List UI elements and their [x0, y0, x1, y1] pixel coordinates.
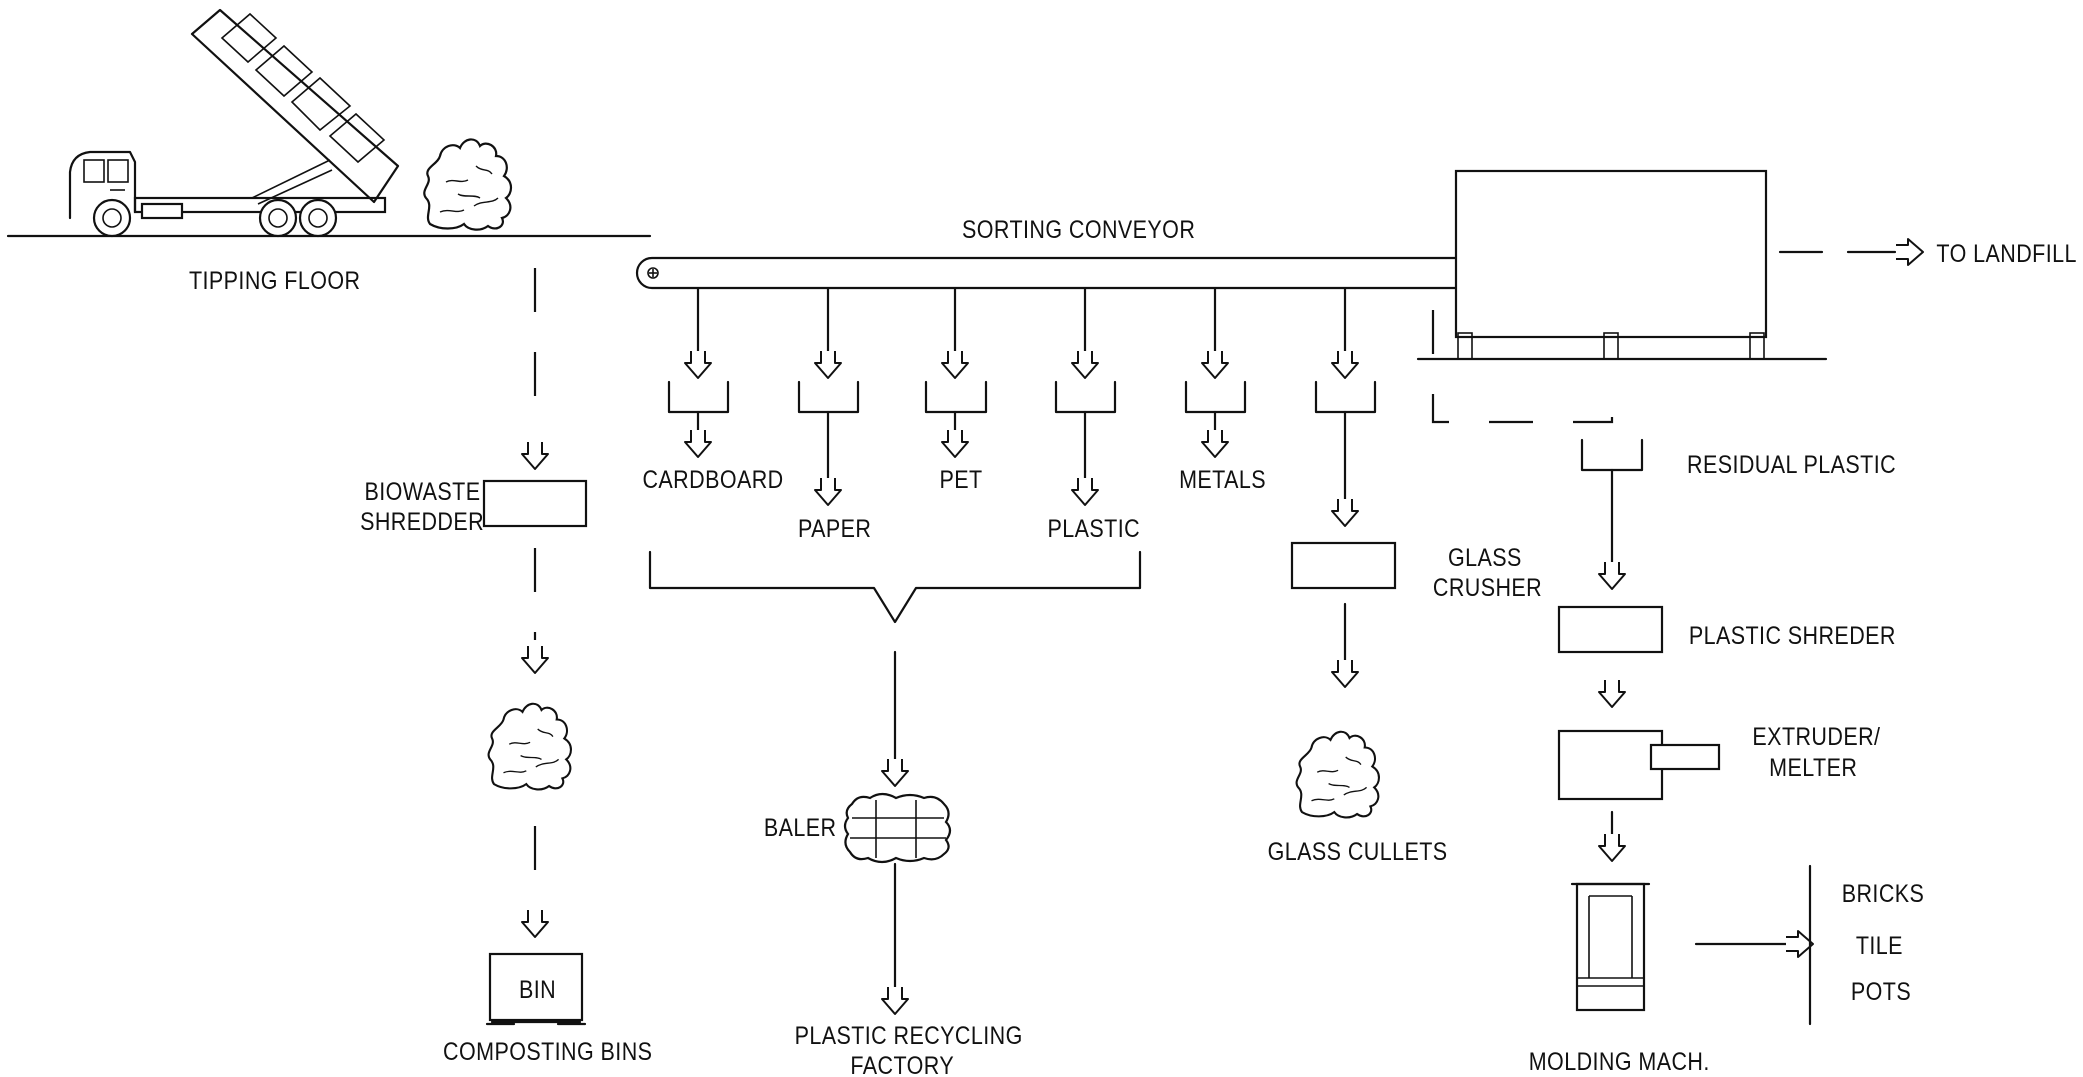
compost-pile-icon: [487, 702, 572, 791]
down-arrow-icon: [1201, 429, 1229, 458]
down-arrow-icon: [1071, 350, 1099, 379]
down-arrow-icon: [1598, 679, 1626, 708]
tile-label: TILE: [1856, 931, 1903, 959]
sorting-hopper: [924, 380, 988, 414]
plastic-label: PLASTIC: [1048, 514, 1141, 542]
glass-crusher-label-2: CRUSHER: [1433, 573, 1542, 601]
down-arrow-icon: [814, 477, 842, 506]
plastic-shreder-label: PLASTIC SHREDER: [1689, 621, 1896, 649]
down-arrow-icon: [1201, 350, 1229, 379]
biowaste-shredder-box: [482, 479, 588, 528]
cardboard-label: CARDBOARD: [642, 465, 783, 493]
glass-line: GLASS CRUSHER GLASS CULLETS: [1268, 541, 1542, 865]
down-arrow-icon: [1598, 833, 1626, 862]
paper-label: PAPER: [798, 514, 871, 542]
down-arrow-icon: [941, 429, 969, 458]
molding-mach-label: MOLDING MACH.: [1529, 1047, 1710, 1075]
molding-machine-icon: [1570, 882, 1651, 1012]
down-arrow-icon: [814, 350, 842, 379]
dump-truck-icon: [68, 8, 400, 238]
pots-label: POTS: [1851, 977, 1911, 1005]
recyclables-collector: BALER PLASTIC RECYCLING FACTORY: [648, 550, 1142, 1077]
sorting-conveyor: SORTING CONVEYOR: [635, 215, 1499, 290]
sorting-hopper: [1184, 380, 1247, 414]
biowaste-shredder-label-1: BIOWASTE: [364, 477, 480, 505]
baler-bale-icon: [843, 792, 952, 864]
down-arrow-icon: [1331, 350, 1359, 379]
down-arrow-icon: [521, 909, 549, 938]
plastic-shreder-box: [1557, 605, 1664, 654]
down-arrow-icon: [881, 758, 909, 787]
extruder-label-1: EXTRUDER/: [1752, 722, 1880, 750]
residual-container: [1454, 169, 1768, 339]
sorting-hopper: [797, 380, 860, 414]
sorting-conveyor-label: SORTING CONVEYOR: [962, 215, 1195, 243]
tipping-floor-label: TIPPING FLOOR: [189, 266, 361, 294]
sorting-drops: CARDBOARD PAPER PET PLASTIC METALS: [642, 287, 1377, 542]
baler-label: BALER: [764, 813, 837, 841]
extruder-label-2: MELTER: [1769, 753, 1857, 781]
residual-station: TO LANDFILL RESIDUAL PLASTIC PLASTIC SHR…: [1416, 169, 2076, 1075]
down-arrow-icon: [521, 645, 549, 674]
down-arrow-icon: [1598, 561, 1626, 590]
biowaste-pile-icon: [423, 138, 513, 231]
pet-label: PET: [940, 465, 983, 493]
sorting-hopper: [1054, 380, 1117, 414]
tipping-floor-area: TIPPING FLOOR: [6, 8, 652, 294]
glass-crusher-box: [1290, 541, 1397, 590]
bricks-label: BRICKS: [1842, 879, 1925, 907]
right-arrow-icon: [1895, 238, 1924, 266]
down-arrow-icon: [941, 350, 969, 379]
plastic-recycling-factory-label-1: PLASTIC RECYCLING: [795, 1021, 1023, 1049]
down-arrow-icon: [521, 441, 549, 470]
down-arrow-icon: [684, 350, 712, 379]
composting-bins-label: COMPOSTING BINS: [443, 1037, 652, 1065]
sorting-hopper: [1314, 380, 1377, 414]
glass-cullets-pile-icon: [1295, 730, 1380, 819]
to-landfill-label: TO LANDFILL: [1936, 239, 2076, 267]
down-arrow-icon: [881, 986, 909, 1015]
glass-cullets-label: GLASS CULLETS: [1268, 837, 1448, 865]
down-arrow-icon: [1331, 498, 1359, 527]
bin-label: BIN: [519, 975, 556, 1003]
sorting-hopper: [667, 380, 730, 414]
residual-hopper: [1580, 438, 1644, 472]
down-arrow-icon: [1071, 477, 1099, 506]
plastic-recycling-factory-label-2: FACTORY: [850, 1051, 954, 1077]
glass-crusher-label-1: GLASS: [1448, 543, 1522, 571]
residual-plastic-label: RESIDUAL PLASTIC: [1687, 450, 1896, 478]
biowaste-shredder-label-2: SHREDDER: [360, 507, 484, 535]
biowaste-line: BIOWASTE SHREDDER BIN COMPOSTING BINS: [360, 268, 652, 1065]
extruder-melter-icon: [1557, 729, 1721, 801]
metals-label: METALS: [1179, 465, 1266, 493]
down-arrow-icon: [684, 429, 712, 458]
composting-bin-icon: [485, 952, 587, 1026]
down-arrow-icon: [1331, 659, 1359, 688]
